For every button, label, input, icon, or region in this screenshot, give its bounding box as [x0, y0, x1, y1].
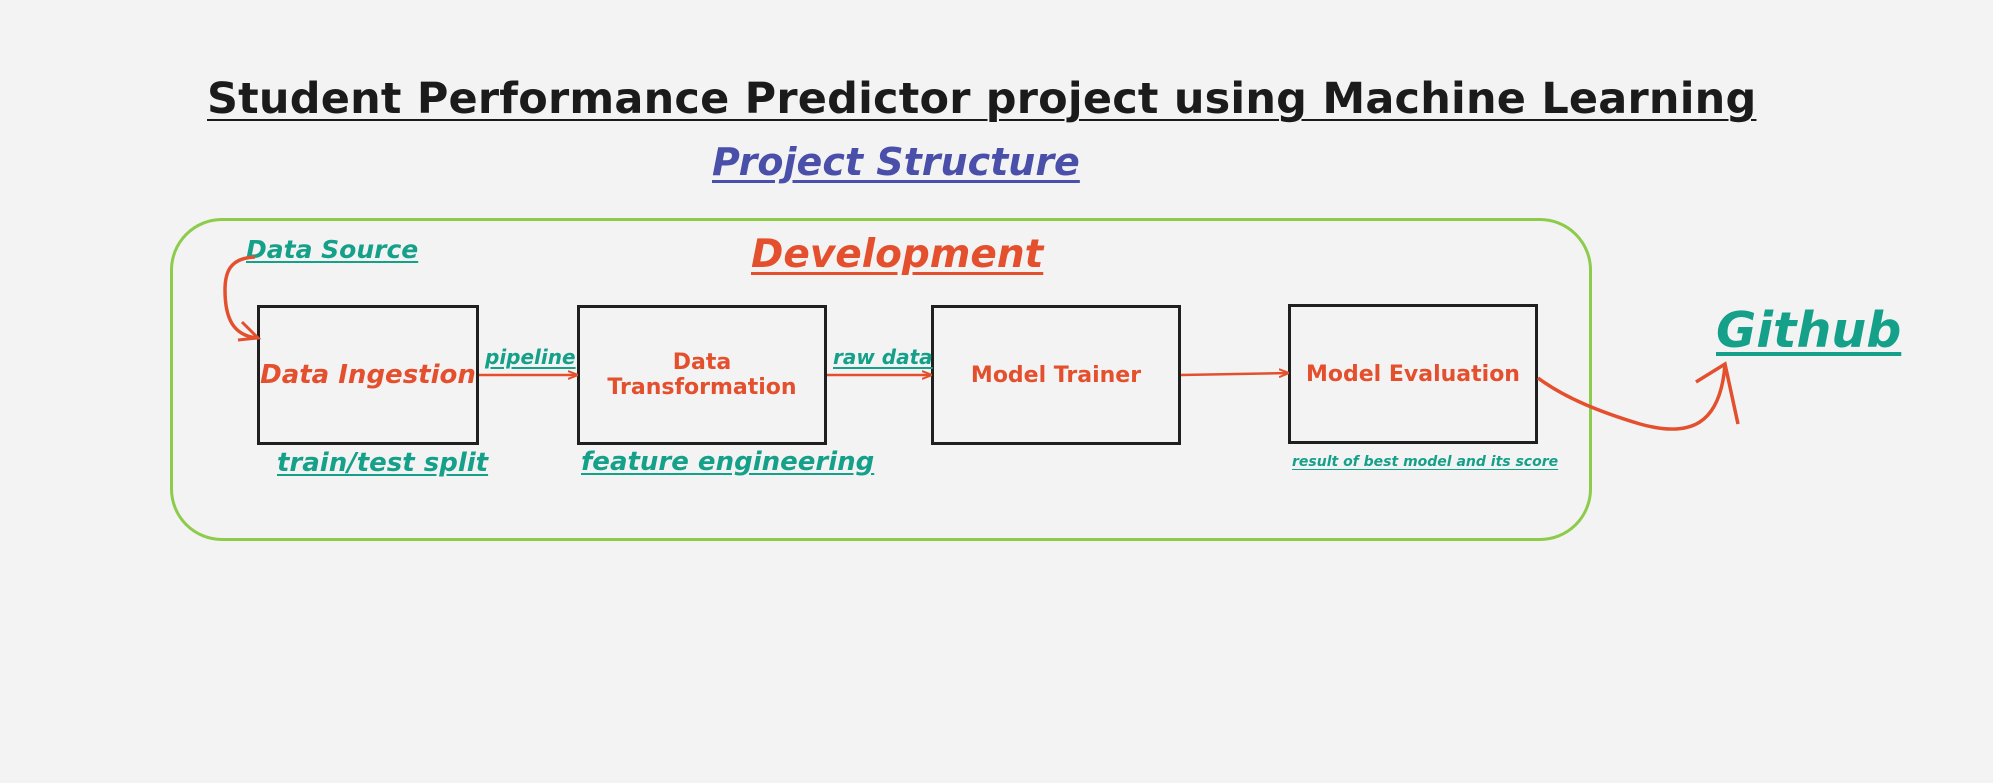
note-best-model-score: result of best model and its score	[1292, 454, 1559, 470]
stage-label: Model Evaluation	[1306, 361, 1520, 387]
edge-label-raw-data: raw data	[833, 345, 933, 369]
diagram-title: Student Performance Predictor project us…	[207, 74, 1757, 124]
stage-label: Data Ingestion	[260, 360, 476, 390]
subtitle-wrap: Project Structure	[712, 140, 1080, 184]
stage-model-trainer: Model Trainer	[931, 305, 1181, 445]
edge-label-pipeline: pipeline	[485, 345, 576, 369]
stage-data-transformation: Data Transformation	[577, 305, 827, 445]
development-label: Development	[751, 232, 1044, 277]
stage-model-evaluation: Model Evaluation	[1288, 304, 1538, 444]
stage-label: Data Transformation	[607, 350, 797, 400]
arrowhead-data-source	[237, 320, 262, 342]
arrow-data-source-to-ingestion	[223, 255, 259, 340]
stage-label: Model Trainer	[970, 362, 1142, 388]
note-train-test-split: train/test split	[277, 448, 489, 478]
development-frame	[170, 218, 1592, 541]
arrow-evaluation-to-github	[1536, 364, 1727, 431]
arrowhead-github	[1695, 361, 1740, 425]
project-structure-subtitle: Project Structure	[712, 140, 1080, 184]
data-source-label: Data Source	[246, 235, 419, 264]
stage-data-ingestion: Data Ingestion	[257, 305, 479, 445]
arrow-trainer-to-evaluation	[1180, 373, 1288, 375]
note-feature-engineering: feature engineering	[581, 447, 875, 477]
github-label: Github	[1716, 302, 1902, 359]
